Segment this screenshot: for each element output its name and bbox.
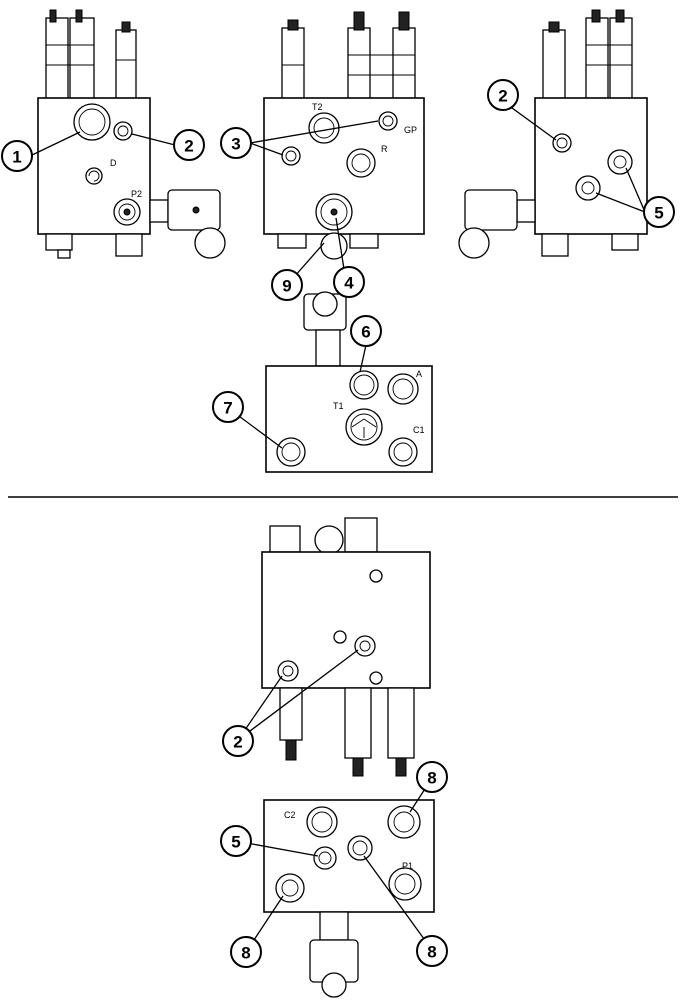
- svg-text:2: 2: [233, 733, 242, 752]
- view-lower-top-block: [261, 517, 431, 777]
- port-label-t2: T2: [312, 102, 323, 112]
- port-label-c2: C2: [284, 810, 296, 820]
- svg-text:3: 3: [231, 135, 240, 154]
- view-lower-bottom-block: [263, 799, 435, 998]
- port-label-c1: C1: [413, 425, 425, 435]
- port-label-d: D: [110, 158, 117, 168]
- port-label-p2: P2: [131, 189, 142, 199]
- callout-8-top: 8: [416, 761, 448, 793]
- view-left-block: [37, 9, 226, 259]
- callout-3: 3: [220, 127, 252, 159]
- svg-text:5: 5: [654, 204, 663, 223]
- callout-6: 6: [350, 315, 382, 347]
- view-right-block: [458, 9, 648, 259]
- svg-text:8: 8: [241, 944, 250, 963]
- svg-text:2: 2: [184, 137, 193, 156]
- port-label-a: A: [416, 369, 422, 379]
- svg-text:6: 6: [361, 323, 370, 342]
- port-label-p1: P1: [402, 861, 413, 871]
- svg-text:5: 5: [231, 833, 240, 852]
- port-label-t1: T1: [333, 401, 344, 411]
- callout-7: 7: [212, 391, 244, 423]
- svg-text:2: 2: [498, 87, 507, 106]
- callout-4: 4: [333, 266, 365, 298]
- callout-2-lower: 2: [222, 725, 254, 757]
- svg-text:9: 9: [282, 277, 291, 296]
- callout-1: 1: [1, 140, 33, 172]
- callout-2-right: 2: [487, 79, 519, 111]
- callout-8-left: 8: [230, 936, 262, 968]
- svg-text:8: 8: [427, 769, 436, 788]
- svg-text:1: 1: [12, 148, 21, 167]
- callout-2-left: 2: [173, 129, 205, 161]
- svg-text:7: 7: [223, 399, 232, 418]
- svg-text:8: 8: [427, 943, 436, 962]
- port-label-gp: GP: [404, 125, 417, 135]
- callout-5-right: 5: [643, 196, 675, 228]
- svg-text:4: 4: [344, 274, 354, 293]
- view-center-block: [263, 11, 425, 260]
- callout-8-right: 8: [416, 935, 448, 967]
- port-label-r: R: [381, 144, 388, 154]
- callout-9: 9: [271, 269, 303, 301]
- callout-5-lower: 5: [220, 825, 252, 857]
- view-bottom-block: [265, 291, 433, 473]
